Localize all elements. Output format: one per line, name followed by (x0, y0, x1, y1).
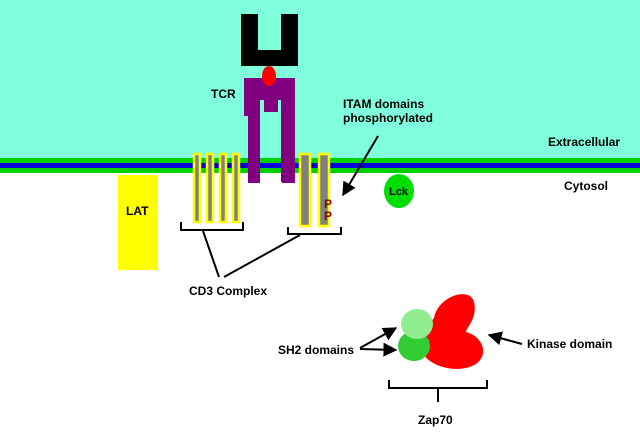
sh2-domains-label: SH2 domains (278, 343, 354, 357)
cd3-chains-right (298, 152, 331, 228)
lat-label: LAT (126, 204, 149, 218)
cytosol-label: Cytosol (564, 179, 608, 193)
zap70-protein (398, 294, 484, 369)
cd3-complex-label: CD3 Complex (189, 284, 267, 298)
kinase-domain (419, 294, 484, 369)
cd3-chains-left (192, 152, 241, 224)
cd3-chain (192, 152, 202, 224)
sh2-domain-lower (398, 331, 430, 361)
tcr-antigen-binding-head (241, 14, 298, 66)
tcr-label: TCR (211, 87, 236, 101)
itam-label: ITAM domains phosphorylated (343, 97, 433, 125)
kinase-arrow (487, 331, 523, 346)
sh2-arrow-upper (359, 327, 398, 349)
cd3-chain (218, 152, 228, 224)
cd3-connector-lines (202, 230, 301, 278)
tcr-receptor (241, 14, 298, 183)
cd3-chain (205, 152, 215, 224)
cd3-chain (317, 152, 331, 228)
phospho-mark: P (324, 209, 332, 223)
lck-label: Lck (389, 186, 409, 198)
phospho-mark: P (324, 197, 332, 211)
lat-protein (118, 175, 158, 270)
lck-kinase (384, 174, 414, 208)
kinase-domain-label: Kinase domain (527, 337, 612, 351)
cd3-chain (298, 152, 312, 228)
sh2-arrow-lower (359, 342, 398, 357)
extracellular-region (0, 0, 640, 158)
cd3-chain (231, 152, 241, 224)
extracellular-label: Extracellular (548, 135, 620, 149)
tcr-chain-right (281, 78, 295, 182)
zap70-label: Zap70 (418, 413, 453, 427)
cd3-bracket-right (287, 227, 342, 235)
zap70-bracket (388, 380, 488, 402)
tcr-antigen-spot (262, 66, 276, 86)
cd3-bracket-left (180, 222, 244, 231)
sh2-domain-upper (401, 309, 433, 339)
itam-arrow (342, 135, 379, 197)
